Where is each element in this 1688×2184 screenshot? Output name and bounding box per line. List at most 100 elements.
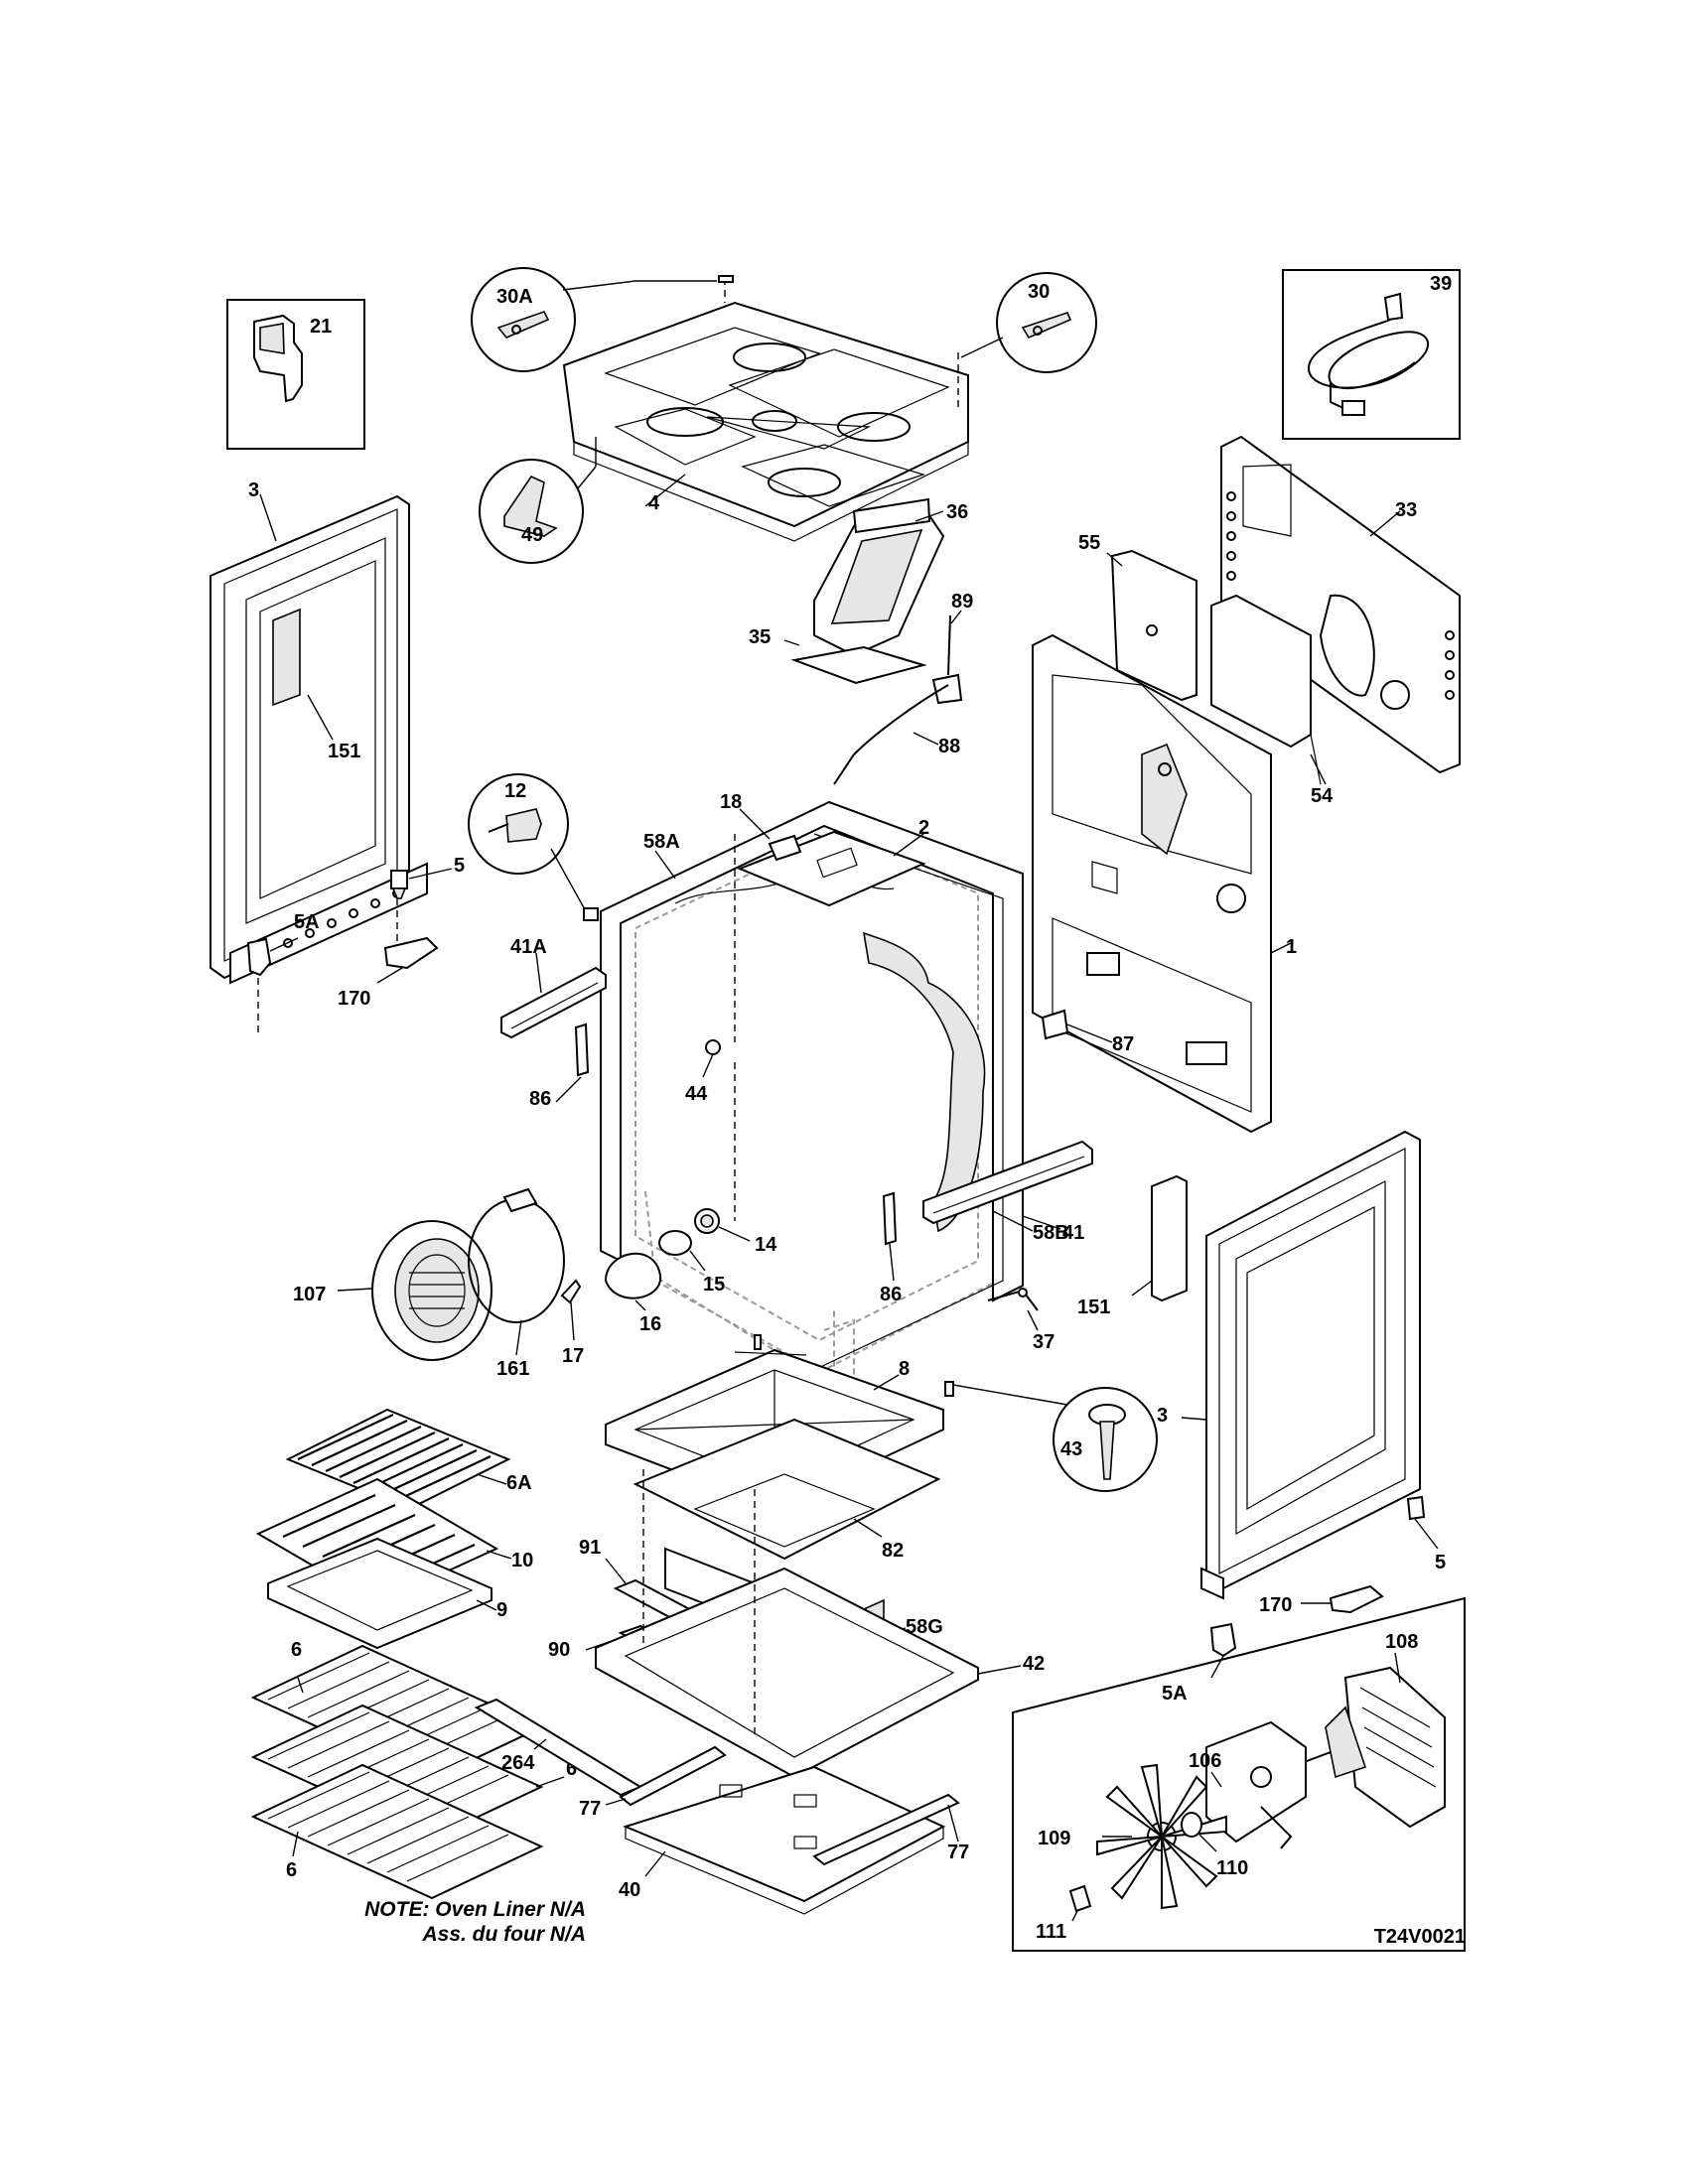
part-41A-rail: 41A (500, 936, 607, 1039)
label-41A: 41A (510, 936, 547, 958)
label-90: 90 (548, 1639, 570, 1661)
part-14-socket: 14 (694, 1208, 777, 1256)
label-87: 87 (1112, 1033, 1134, 1055)
label-49: 49 (521, 524, 543, 546)
label-58B: 58B (1033, 1222, 1069, 1244)
part-18-sensor: 18 (720, 791, 802, 1042)
label-106: 106 (1189, 1750, 1221, 1772)
fan-assembly-box: 108 106 109 110 111 (1012, 1596, 1466, 1952)
label-170-right: 170 (1259, 1594, 1292, 1616)
label-1: 1 (1286, 936, 1297, 958)
part-77-right-slide: 77 (812, 1793, 969, 1866)
label-37: 37 (1033, 1331, 1055, 1353)
label-55: 55 (1078, 532, 1100, 554)
label-58A: 58A (643, 831, 680, 853)
label-9: 9 (496, 1599, 507, 1621)
part-37-wire: 37 (987, 1288, 1055, 1353)
label-6-top: 6 (291, 1639, 302, 1661)
label-42: 42 (1023, 1653, 1045, 1675)
part-41-rail: 41 (922, 1140, 1093, 1244)
part-42-base-frame: 42 (595, 1469, 1045, 1779)
label-2: 2 (918, 817, 929, 839)
part-87-terminal: 87 (1041, 1009, 1134, 1055)
label-86-left: 86 (529, 1088, 551, 1110)
fan-blade (1096, 1763, 1227, 1910)
label-107: 107 (293, 1284, 326, 1305)
label-10: 10 (511, 1550, 533, 1571)
label-108: 108 (1385, 1631, 1418, 1653)
label-82: 82 (882, 1540, 904, 1562)
part-36-35-duct: 36 35 (749, 497, 968, 685)
label-5A-right: 5A (1162, 1683, 1188, 1705)
label-5-left: 5 (454, 855, 465, 877)
part-30-callout: 30 (960, 272, 1097, 373)
part-54-shield: 54 (1210, 594, 1334, 807)
label-35: 35 (749, 626, 771, 648)
label-88: 88 (938, 736, 960, 757)
part-40-drawer: 40 (619, 1765, 946, 1915)
part-77-left-slide: 77 (579, 1745, 727, 1820)
label-170-left: 170 (338, 988, 370, 1010)
label-5A-left: 5A (294, 911, 320, 933)
part-39-box: 39 (1282, 269, 1461, 440)
note-line-2: Ass. du four N/A (421, 1923, 586, 1946)
part-9-broil-pan: 9 (267, 1537, 507, 1650)
label-6A: 6A (506, 1472, 532, 1494)
label-12: 12 (504, 780, 526, 802)
label-89: 89 (951, 591, 973, 613)
label-161: 161 (496, 1358, 529, 1380)
label-36: 36 (946, 501, 968, 523)
parts-right-hinge-hardware: 5 170 5A (1162, 1495, 1446, 1705)
label-151-right: 151 (1077, 1297, 1110, 1318)
part-264-trim: 264 (474, 1698, 643, 1797)
label-91: 91 (579, 1537, 601, 1559)
part-6A-broil-rack: 6A (285, 1408, 532, 1511)
label-39: 39 (1430, 273, 1452, 295)
part-86-left-bracket: 86 (529, 1023, 590, 1110)
label-43: 43 (1060, 1438, 1082, 1460)
part-2-top-plate: 2 (737, 817, 929, 907)
part-161-gasket: 161 (468, 1187, 565, 1380)
label-109: 109 (1038, 1828, 1070, 1849)
label-86-right: 86 (880, 1284, 902, 1305)
part-30A-callout: 30A (471, 267, 717, 372)
part-86-right-bracket: 86 (880, 1191, 902, 1305)
part-89-88-sensor-wire: 89 88 (833, 591, 973, 785)
label-3-right: 3 (1157, 1405, 1168, 1427)
diagram-code: T24V0021 (1374, 1926, 1466, 1948)
part-15-bulb: 15 (658, 1230, 725, 1296)
label-40: 40 (619, 1879, 640, 1901)
label-16: 16 (639, 1313, 661, 1335)
part-1-back-panel: 1 (1032, 633, 1297, 1134)
part-49-callout: 49 (479, 437, 597, 564)
part-107-fan-cover: 107 (293, 1220, 492, 1361)
note-line-1: NOTE: Oven Liner N/A (364, 1898, 586, 1921)
part-6-oven-racks: 6 6 6 (250, 1639, 577, 1900)
part-12-callout: 12 (468, 773, 599, 921)
part-21-box: 21 (226, 299, 365, 450)
part-82-panel: 82 (633, 1418, 941, 1562)
parts-left-hinge-hardware: 5 5A 170 (246, 855, 465, 1010)
label-44: 44 (685, 1083, 708, 1105)
label-21: 21 (310, 316, 332, 338)
part-17-clip: 17 (560, 1279, 584, 1367)
label-111: 111 (1036, 1921, 1066, 1943)
label-4: 4 (648, 492, 660, 514)
oven-cavity-ghost (613, 807, 999, 1421)
part-16-lens: 16 (604, 1252, 661, 1335)
label-8: 8 (899, 1358, 910, 1380)
label-77-right: 77 (947, 1842, 969, 1863)
label-54: 54 (1311, 785, 1334, 807)
label-264: 264 (501, 1752, 535, 1774)
label-77-left: 77 (579, 1798, 601, 1820)
label-14: 14 (755, 1234, 777, 1256)
part-44-lamp-holder: 44 (685, 1039, 736, 1221)
label-6-mid: 6 (566, 1758, 577, 1780)
label-151-left: 151 (328, 741, 360, 762)
note-block: NOTE: Oven Liner N/A Ass. du four N/A (364, 1898, 586, 1946)
label-5-right: 5 (1435, 1552, 1446, 1573)
label-15: 15 (703, 1274, 725, 1296)
label-18: 18 (720, 791, 742, 813)
label-3-left: 3 (248, 479, 259, 501)
